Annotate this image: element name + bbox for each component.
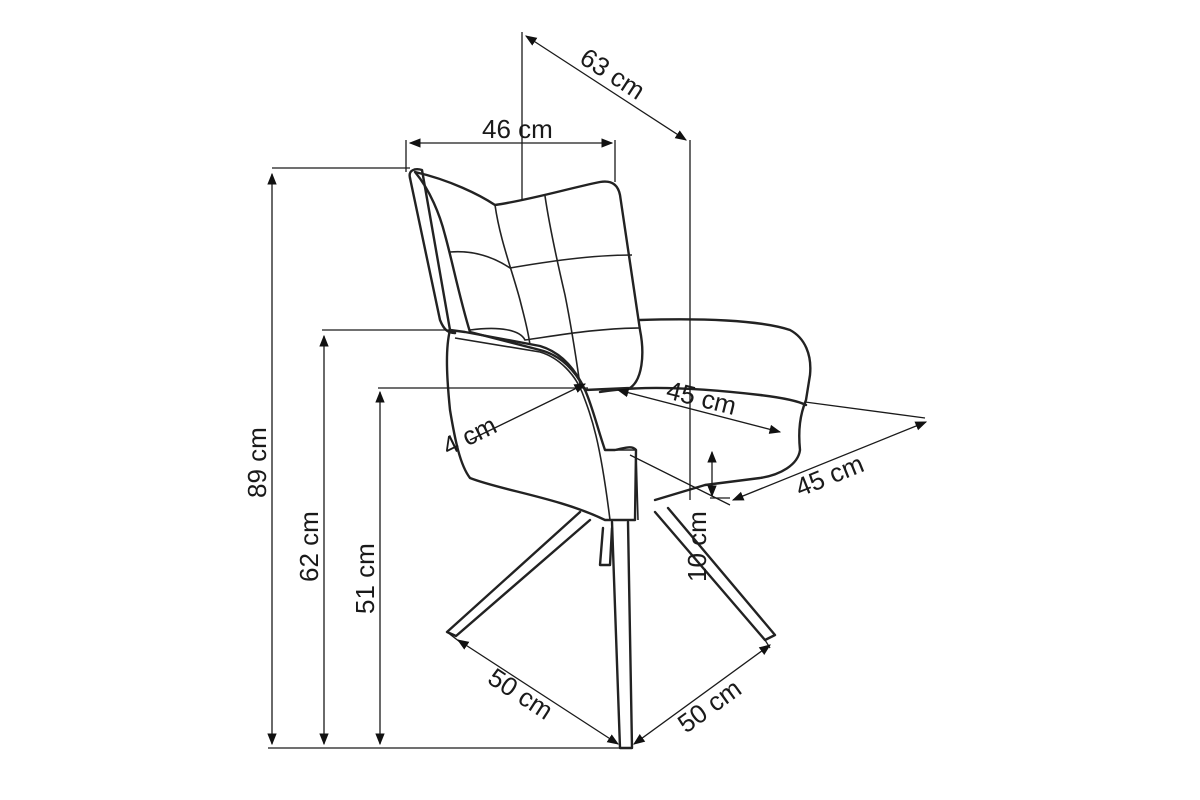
label-armrest-height: 62 cm xyxy=(294,511,324,582)
chair-tuft-v1 xyxy=(494,204,531,346)
chair-leg-left xyxy=(445,510,592,638)
label-armrest-above-seat: 10 cm xyxy=(682,511,712,582)
dim-line-45-width xyxy=(731,421,928,501)
extension-lines xyxy=(268,32,926,749)
chair-seat-front xyxy=(615,449,639,521)
chair-back-shell xyxy=(408,168,457,335)
label-seat-width: 45 cm xyxy=(791,448,868,502)
chair-leg-back xyxy=(598,526,614,567)
chair-leg-right xyxy=(653,506,777,642)
label-base-right: 50 cm xyxy=(672,673,747,739)
chair-back-cushion xyxy=(413,170,644,392)
chair-tuft-h2 xyxy=(469,327,641,341)
chair-tuft-v2 xyxy=(544,195,581,386)
chair-tuft-h1 xyxy=(449,250,633,269)
label-armrest-thickness: 4 cm xyxy=(437,410,501,462)
label-total-height: 89 cm xyxy=(242,427,272,498)
chair-drawing xyxy=(408,168,812,750)
dim-line-63 xyxy=(525,35,687,141)
dim-line-4 xyxy=(469,383,587,441)
chair-leg-front xyxy=(610,520,634,750)
label-seat-height: 51 cm xyxy=(350,543,380,614)
chair-left-armrest-piping xyxy=(454,337,611,521)
dim-line-50-left xyxy=(457,639,619,745)
label-back-width: 46 cm xyxy=(482,114,553,144)
label-depth-overall: 63 cm xyxy=(575,42,651,106)
dim-line-50-right xyxy=(633,644,771,745)
dimension-lines xyxy=(267,35,928,746)
label-seat-depth: 45 cm xyxy=(664,375,740,421)
label-base-left: 50 cm xyxy=(483,662,559,726)
